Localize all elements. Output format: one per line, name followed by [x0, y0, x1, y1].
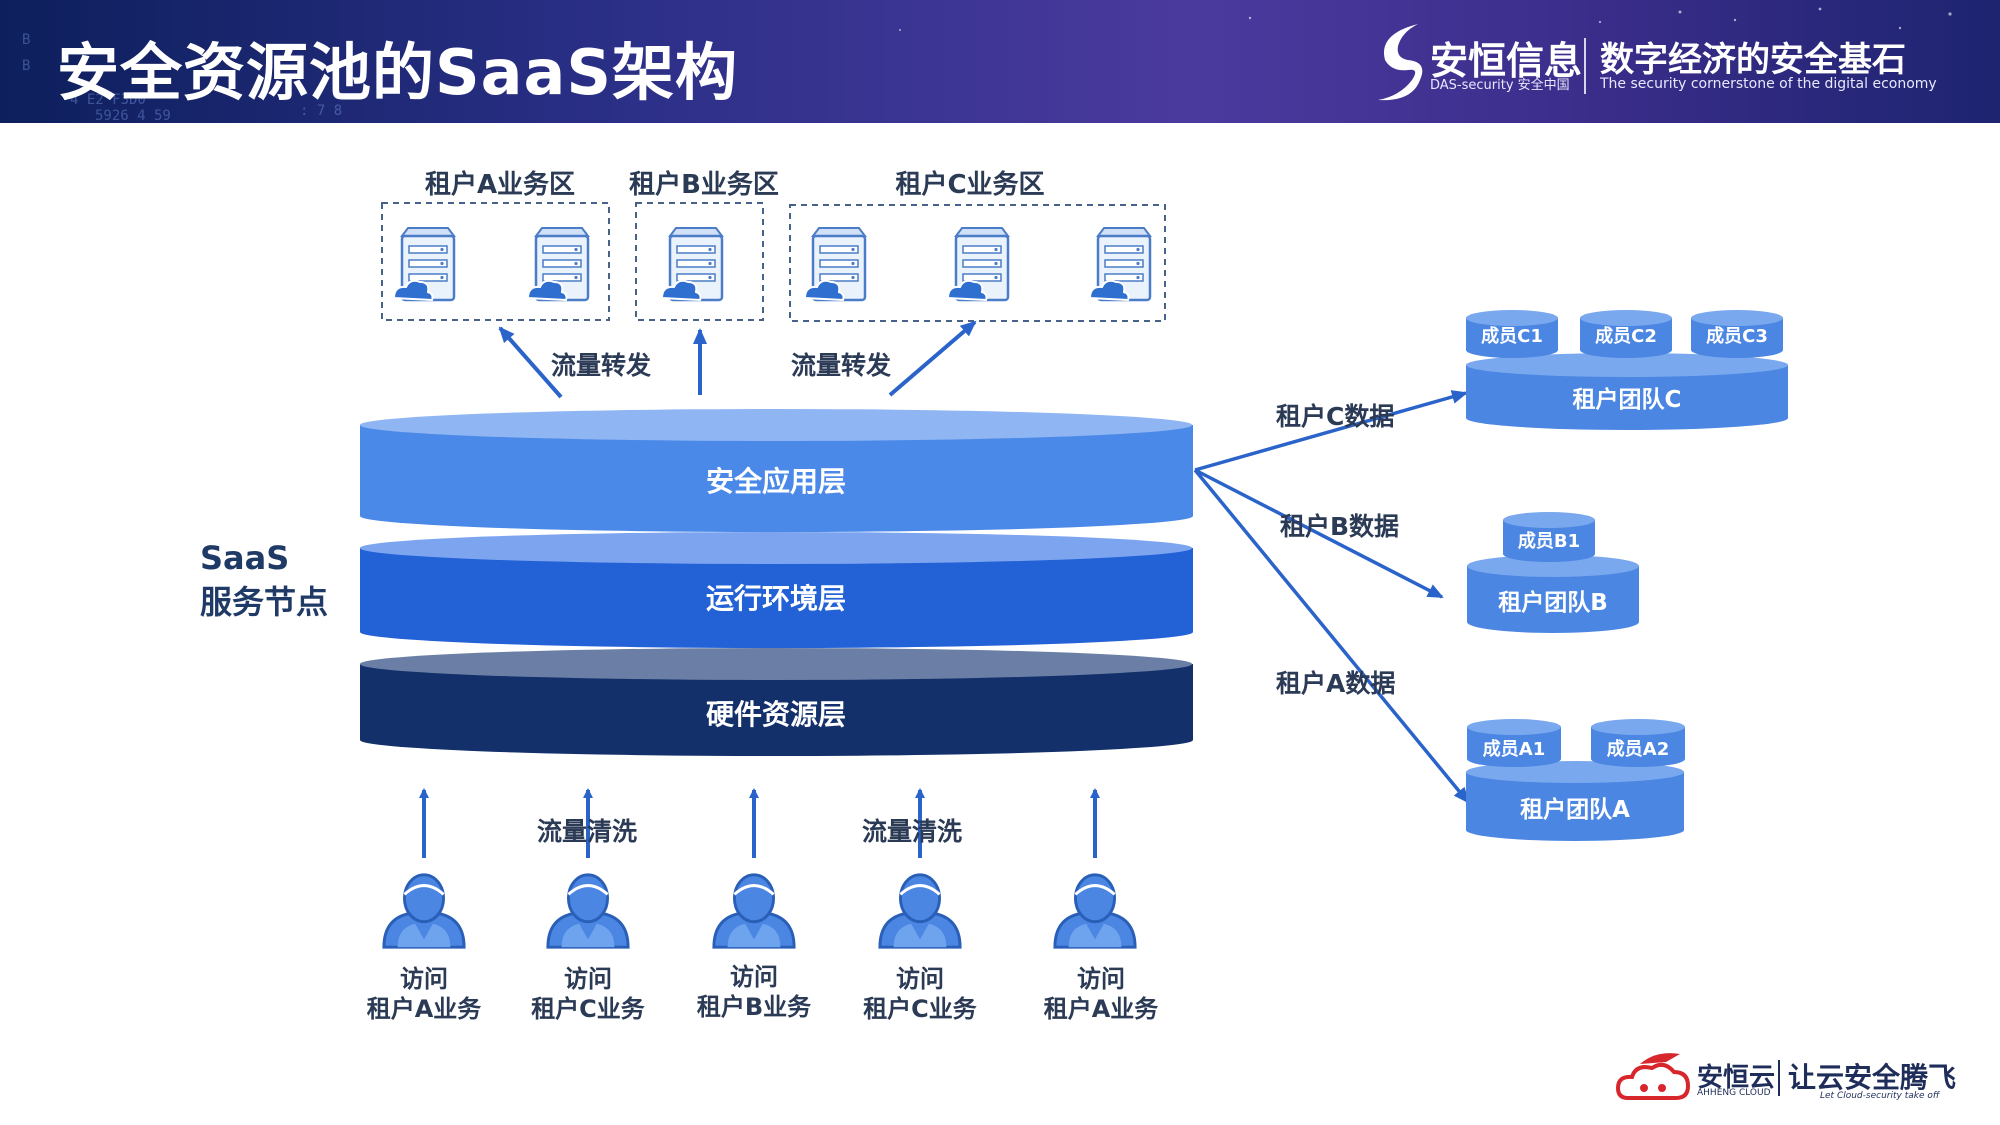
svg-text:5926 4 59: 5926 4 59 [95, 108, 171, 123]
user-label-line1: 访问 [729, 963, 778, 991]
user-label-line2: 租户C业务 [531, 995, 645, 1023]
member-c2: 成员C2 [1595, 326, 1657, 347]
saas-node-line1: SaaS [200, 539, 290, 577]
svg-text:: 7 8: : 7 8 [300, 103, 342, 119]
user-label-line1: 访问 [1076, 965, 1125, 993]
security-app-layer [360, 409, 1193, 533]
tenant-team-a [1466, 719, 1685, 841]
traffic-clean-label-left: 流量清洗 [537, 817, 638, 846]
tenant-team-c [1466, 310, 1788, 430]
data-arrow-c [1194, 390, 1468, 472]
tenant-a-zone-box [381, 202, 610, 321]
traffic-forward-label-left: 流量转发 [551, 351, 652, 380]
brand-subtitle: DAS-security 安全中国 [1430, 78, 1570, 93]
user-silhouette-icon [1053, 873, 1137, 949]
security-app-layer-label: 安全应用层 [705, 465, 847, 498]
member-a2: 成员A2 [1606, 739, 1670, 760]
cloud-server-icon [392, 226, 456, 302]
data-arrow-a [1193, 468, 1470, 804]
user-label-line2: 租户A业务 [366, 995, 482, 1023]
user-silhouette-icon [878, 873, 962, 949]
footer-brand: 安恒云 [1697, 1063, 1776, 1093]
footer-slogan: 让云安全腾飞 [1788, 1061, 1957, 1094]
header-divider [1584, 38, 1586, 94]
data-arrow-b [1194, 468, 1444, 599]
user-label-2: 访问 租户C业务 [531, 964, 645, 1024]
runtime-layer [360, 532, 1193, 649]
cloud-server-icon [803, 226, 867, 302]
cloud-server-icon [946, 226, 1010, 302]
hardware-layer [360, 648, 1193, 757]
svg-text:B: B [22, 32, 30, 48]
member-b1: 成员B1 [1517, 531, 1581, 552]
tenant-b-data-label: 租户B数据 [1280, 512, 1400, 541]
tenant-c-data-label: 租户C数据 [1276, 402, 1395, 431]
footer-brand-subtitle: AHHENG CLOUD [1697, 1088, 1771, 1098]
user-label-line2: 租户A业务 [1043, 995, 1159, 1023]
user-label-1: 访问 租户A业务 [367, 964, 482, 1024]
member-a1: 成员A1 [1482, 739, 1546, 760]
tenant-team-c-label: 租户团队C [1572, 387, 1682, 413]
ahheng-cloud-logo [1615, 1053, 1691, 1100]
tenant-team-b-label: 租户团队B [1498, 590, 1608, 616]
tenant-a-data-label: 租户A数据 [1276, 669, 1396, 698]
user-label-5: 访问 租户A业务 [1044, 964, 1159, 1024]
tenant-team-a-label: 租户团队A [1520, 797, 1630, 823]
user-label-line1: 访问 [399, 965, 448, 993]
svg-text:B: B [22, 58, 30, 74]
tenant-b-zone-box [635, 202, 764, 321]
saas-node-label: SaaS 服务节点 [200, 536, 328, 624]
user-label-line2: 租户C业务 [863, 995, 977, 1023]
user-label-4: 访问 租户C业务 [863, 964, 977, 1024]
runtime-layer-label: 运行环境层 [705, 582, 847, 615]
cloud-server-icon [526, 226, 590, 302]
cloud-server-icon [1088, 226, 1152, 302]
tenant-a-zone-label: 租户A业务区 [424, 170, 576, 200]
brand-name: 安恒信息 [1430, 39, 1583, 83]
hardware-layer-label: 硬件资源层 [705, 698, 847, 731]
footer-divider [1778, 1060, 1780, 1096]
traffic-forward-label-right: 流量转发 [791, 351, 892, 380]
slogan-subtitle: The security cornerstone of the digital … [1600, 76, 1937, 92]
das-security-logo [1378, 24, 1423, 101]
cloud-server-icon [660, 226, 724, 302]
tenant-c-zone-box [789, 204, 1166, 322]
user-label-line1: 访问 [564, 965, 612, 993]
user-silhouette-icon [382, 873, 466, 949]
user-label-line1: 访问 [896, 965, 944, 993]
tenant-b-zone-label: 租户B业务区 [629, 170, 779, 200]
user-label-line2: 租户B业务 [696, 993, 812, 1021]
traffic-clean-label-right: 流量清洗 [862, 817, 963, 846]
member-c1: 成员C1 [1481, 326, 1543, 347]
member-c3: 成员C3 [1706, 326, 1768, 347]
tenant-c-zone-label: 租户C业务区 [895, 170, 1045, 200]
page-title: 安全资源池的SaaS架构 [57, 36, 738, 109]
user-silhouette-icon [546, 873, 630, 949]
svg-text:4 E2 F3D0: 4 E2 F3D0 [70, 92, 146, 108]
forward-arrow-c [888, 320, 977, 397]
user-silhouette-icon [712, 873, 796, 949]
user-label-3: 访问 租户B业务 [697, 962, 811, 1022]
tenant-team-b [1467, 512, 1639, 633]
forward-arrow-a [498, 326, 563, 399]
slogan: 数字经济的安全基石 [1600, 40, 1906, 80]
saas-node-line2: 服务节点 [200, 583, 329, 621]
footer-slogan-subtitle: Let Cloud-security take off [1820, 1091, 1940, 1101]
